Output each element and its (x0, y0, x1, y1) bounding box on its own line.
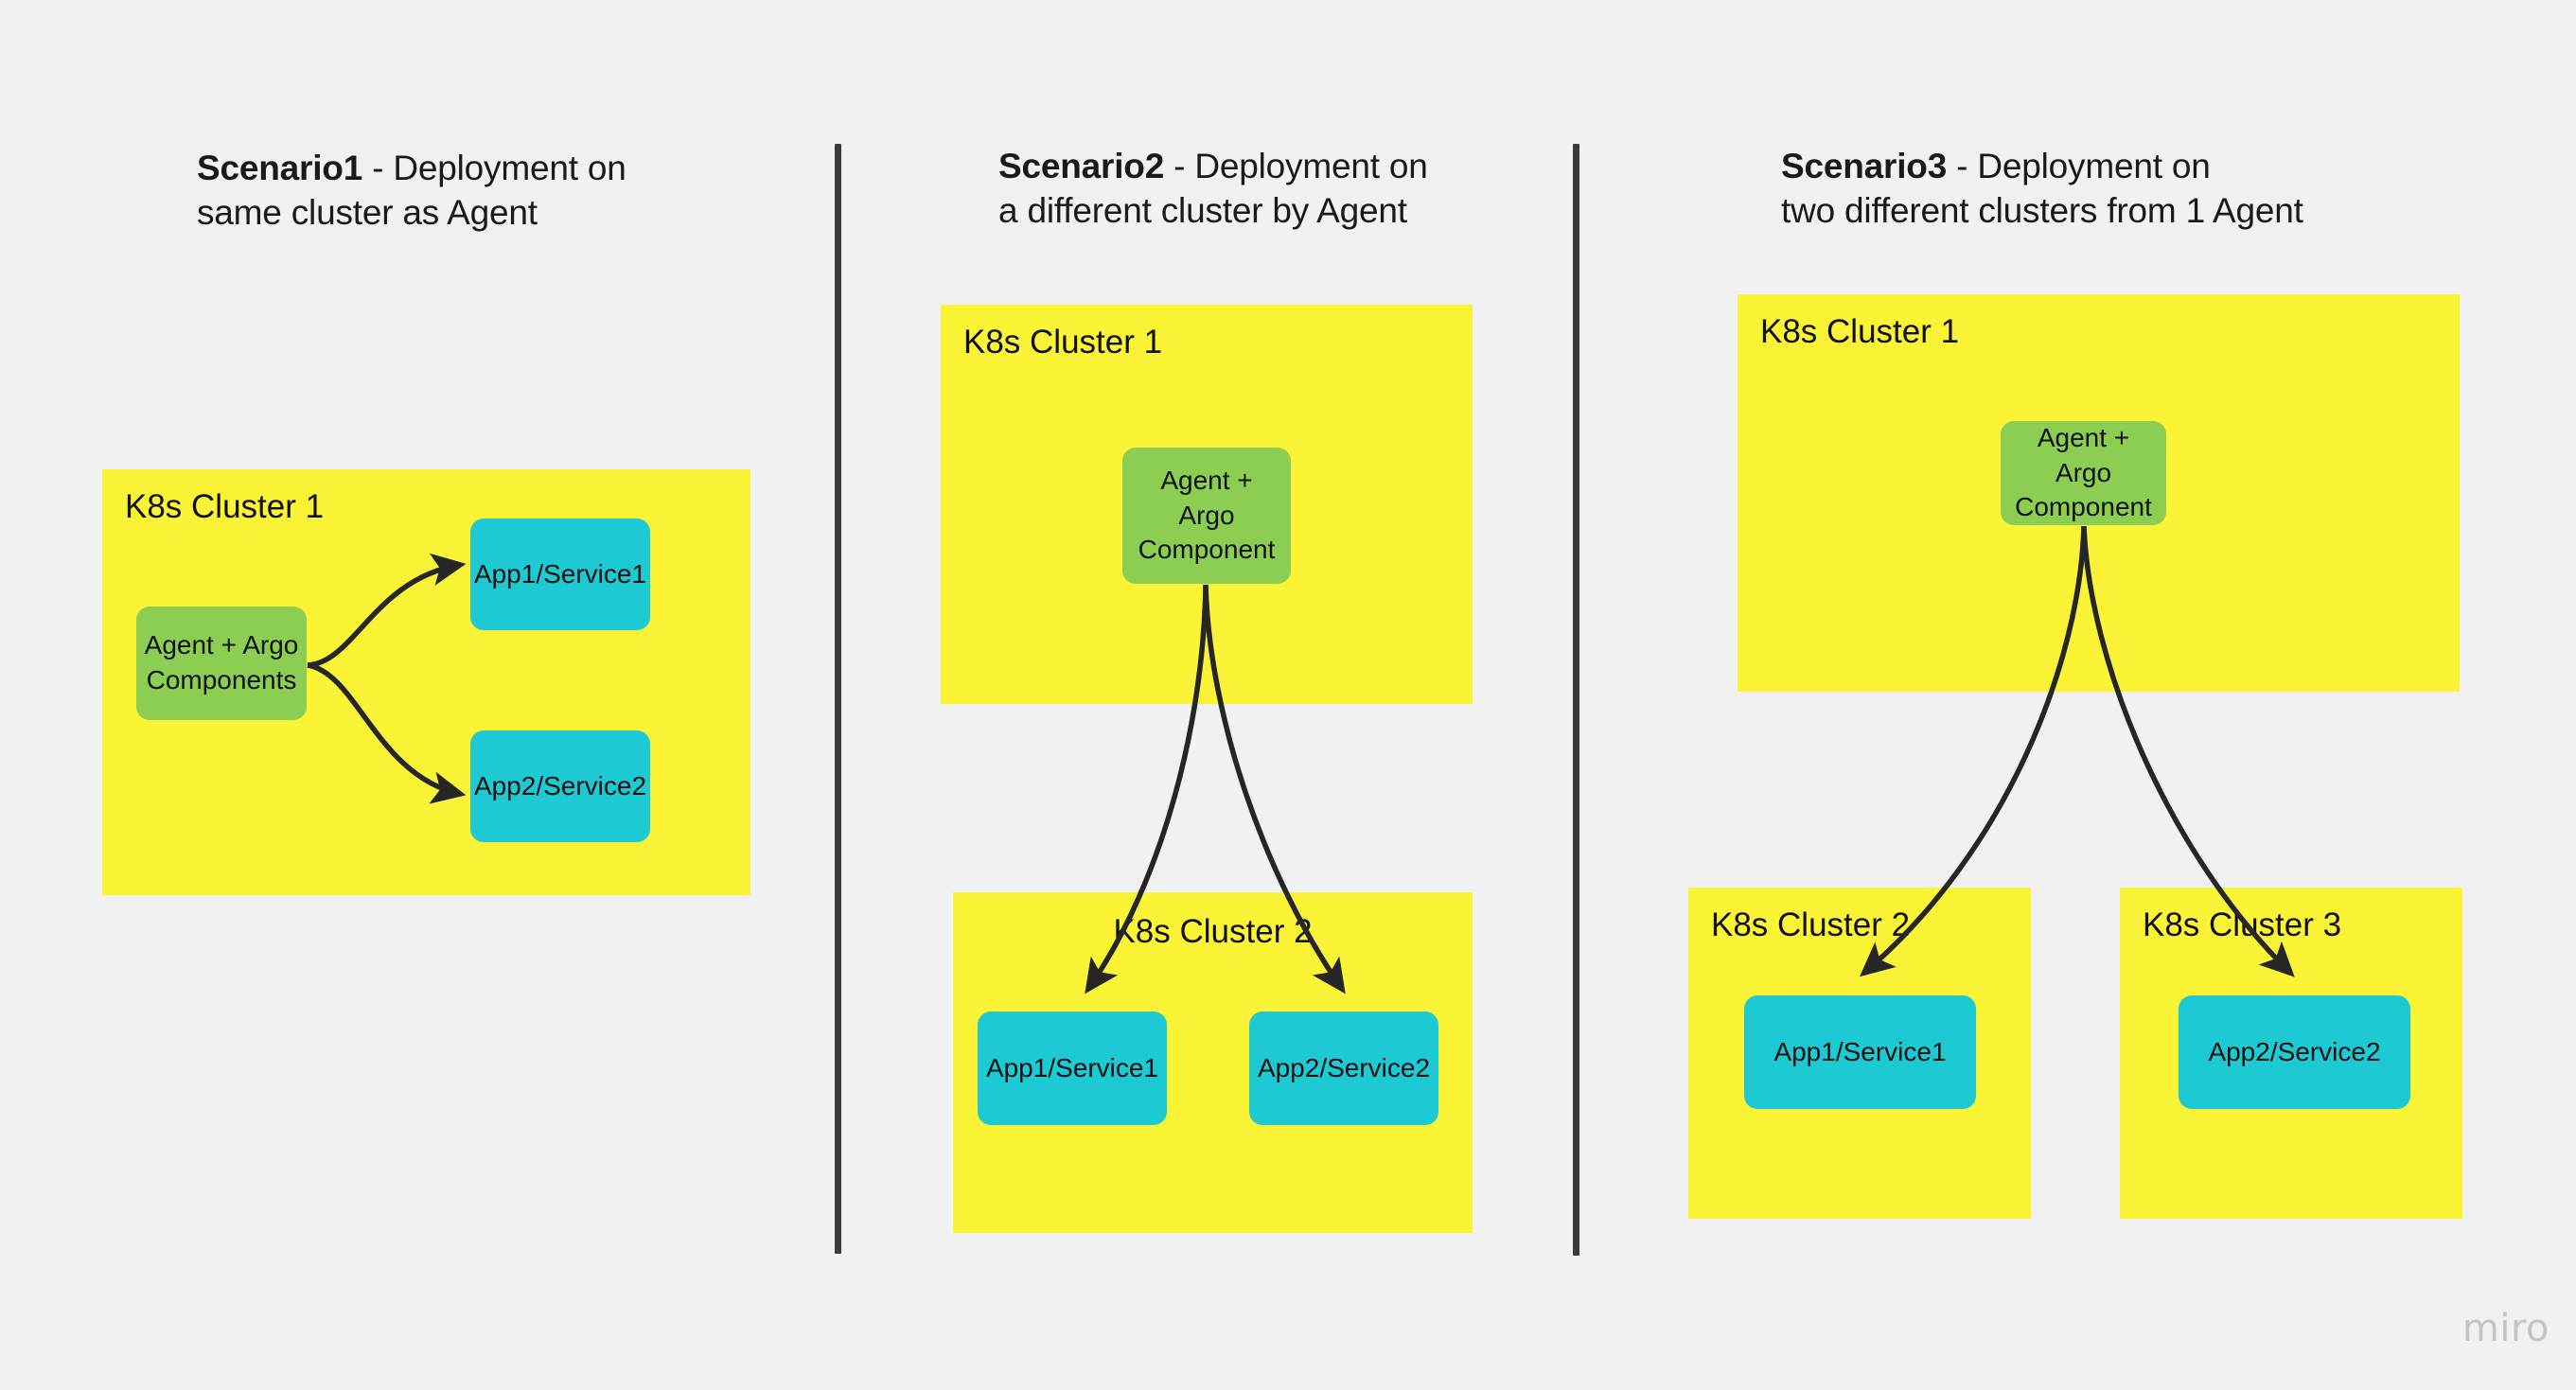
cluster-label-s2-cluster2: K8s Cluster 2 (1113, 913, 1313, 950)
node-s2-agent-argo-component[interactable]: Agent + Argo Component (1122, 448, 1291, 584)
scenario2-heading-rest: - Deployment on a different cluster by A… (998, 147, 1428, 231)
node-s2-app2-service2[interactable]: App2/Service2 (1249, 1012, 1438, 1125)
scenario1-heading-lead: Scenario1 (197, 149, 363, 187)
node-s1-agent-argo-components[interactable]: Agent + Argo Components (136, 607, 307, 720)
node-label: App2/Service2 (1257, 1052, 1431, 1082)
scenario1-heading-rest: - Deployment on same cluster as Agent (197, 149, 626, 233)
scenario2-heading-lead: Scenario2 (998, 147, 1165, 185)
node-label: Agent + Argo Components (144, 630, 299, 695)
node-s1-app1-service1[interactable]: App1/Service1 (470, 519, 650, 630)
node-label: App1/Service1 (473, 558, 647, 589)
cluster-label-s2-cluster1: K8s Cluster 1 (963, 324, 1163, 361)
node-label: App1/Service1 (1773, 1036, 1947, 1066)
divider-scenario2-scenario3 (1573, 144, 1579, 1256)
node-label: App2/Service2 (473, 770, 647, 801)
scenario3-heading: Scenario3 - Deployment on two different … (1781, 144, 2368, 234)
node-s3-app2-service2[interactable]: App2/Service2 (2179, 995, 2410, 1109)
node-label: Agent + Argo Component (1138, 465, 1276, 565)
cluster-label-s3-cluster3: K8s Cluster 3 (2143, 906, 2342, 943)
miro-watermark: miro (2461, 1307, 2550, 1350)
scenario3-heading-lead: Scenario3 (1781, 147, 1948, 185)
scenario2-heading: Scenario2 - Deployment on a different cl… (998, 144, 1491, 234)
node-s3-agent-argo-component[interactable]: Agent + Argo Component (2001, 421, 2166, 525)
node-label: App2/Service2 (2208, 1036, 2381, 1066)
scenario3-heading-rest: - Deployment on two different clusters f… (1781, 147, 2303, 231)
node-s1-app2-service2[interactable]: App2/Service2 (470, 730, 650, 842)
node-s2-app1-service1[interactable]: App1/Service1 (978, 1012, 1167, 1125)
node-s3-app1-service1[interactable]: App1/Service1 (1744, 995, 1976, 1109)
cluster-label-s3-cluster1: K8s Cluster 1 (1760, 313, 1960, 350)
cluster-label-s1-cluster1: K8s Cluster 1 (125, 488, 325, 525)
cluster-label-s3-cluster2: K8s Cluster 2 (1711, 906, 1911, 943)
scenario1-heading: Scenario1 - Deployment on same cluster a… (197, 146, 689, 236)
node-label: Agent + Argo Component (2015, 422, 2152, 522)
node-label: App1/Service1 (985, 1052, 1159, 1082)
divider-scenario1-scenario2 (835, 144, 841, 1254)
